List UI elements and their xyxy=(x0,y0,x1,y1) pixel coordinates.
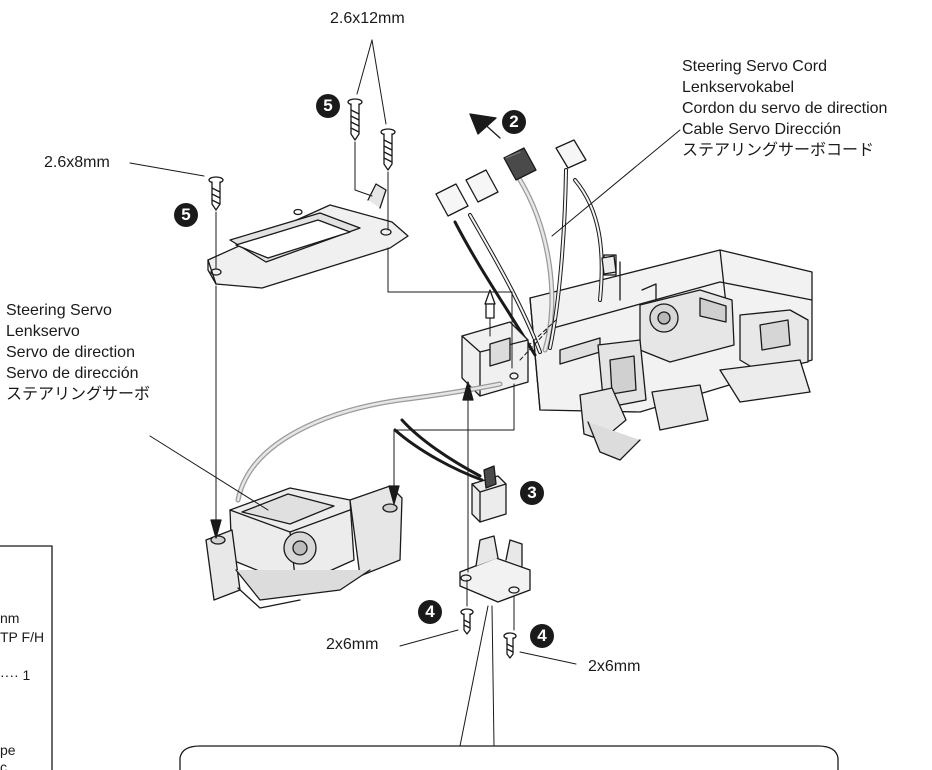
inset-text-2: TP F/H xyxy=(0,629,45,645)
servo-label-ja: ステアリングサーボ xyxy=(6,386,151,403)
screw-size-label-top: 2.6x12mm xyxy=(330,10,405,27)
servo-label-fr: Servo de direction xyxy=(6,344,135,361)
screw-size-label-left: 2.6x8mm xyxy=(44,154,110,171)
screws xyxy=(208,98,517,659)
connector-plugs xyxy=(435,139,617,275)
cord-label-fr: Cordon du servo de direction xyxy=(682,100,888,117)
servo-mount-plate xyxy=(207,183,409,289)
direction-arrows xyxy=(210,289,496,539)
inset-text-1: nm xyxy=(0,610,20,626)
steering-servo-cord-label: Steering Servo Cord Lenkservokabel Cordo… xyxy=(682,56,887,161)
receiver-box xyxy=(529,249,813,461)
servo-cable xyxy=(235,381,503,503)
cord-label-en: Steering Servo Cord xyxy=(682,58,827,75)
screw-size-label-bottom-left: 2x6mm xyxy=(326,636,379,653)
pull-arrow xyxy=(469,113,501,139)
cord-label-es: Cable Servo Dirección xyxy=(682,121,842,138)
steering-servo-label: Steering Servo Lenkservo Servo de direct… xyxy=(6,300,150,405)
bottom-callout-box xyxy=(179,745,839,770)
servo-label-en: Steering Servo xyxy=(6,302,112,319)
inset-text-5: c xyxy=(0,759,7,770)
step-badge-5-left: 5 xyxy=(174,203,198,227)
step-badge-2: 2 xyxy=(502,110,526,134)
power-switch xyxy=(471,465,507,523)
step-badge-4-right: 4 xyxy=(530,624,554,648)
inset-text-4: pe xyxy=(0,742,16,758)
servo-label-de: Lenkservo xyxy=(6,323,80,340)
servo-cords xyxy=(453,168,604,357)
step-badge-3: 3 xyxy=(520,481,544,505)
cord-label-ja: ステアリングサーボコード xyxy=(682,142,875,159)
steering-servo xyxy=(205,485,403,609)
switch-holder xyxy=(459,535,531,603)
step-badge-5-top: 5 xyxy=(316,94,340,118)
step-badge-4-left: 4 xyxy=(418,600,442,624)
servo-label-es: Servo de dirección xyxy=(6,365,139,382)
cord-label-de: Lenkservokabel xyxy=(682,79,795,96)
screw-size-label-bottom-right: 2x6mm xyxy=(588,658,641,675)
inset-text-3: ···· 1 xyxy=(0,667,31,683)
assembly-guide-lines xyxy=(129,39,681,747)
